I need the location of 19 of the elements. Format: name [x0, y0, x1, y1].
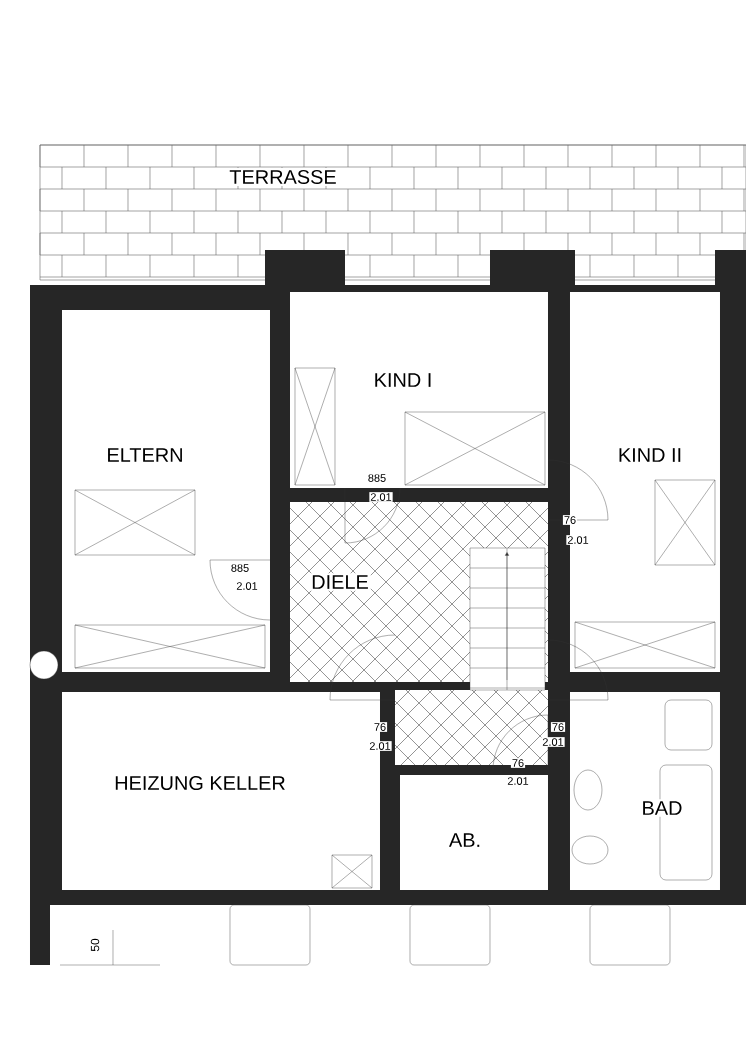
room: BAD — [639, 799, 685, 817]
door-dimension: 76 — [510, 758, 526, 768]
door-dimension: 2.01 — [541, 737, 565, 747]
room: ELTERN — [104, 446, 186, 464]
door-dimension: 76 — [372, 722, 388, 732]
door-dimension: 76 — [550, 722, 566, 732]
door-dimension: 2.01 — [506, 776, 530, 786]
room: KIND I — [371, 371, 435, 389]
door-dimension: 2.01 — [369, 492, 393, 502]
room: DIELE — [309, 573, 371, 591]
door-dimension: 76 — [562, 515, 578, 525]
door-dimension: 2.01 — [566, 535, 590, 545]
dimension-label: 50 — [90, 938, 100, 952]
door-dimension: 2.01 — [235, 581, 259, 591]
door-dimension: 2.01 — [368, 741, 392, 751]
room: AB. — [446, 831, 484, 849]
room: KIND II — [615, 446, 685, 464]
door-dimension: 885 — [229, 563, 251, 573]
door-dimension: 885 — [366, 473, 388, 483]
